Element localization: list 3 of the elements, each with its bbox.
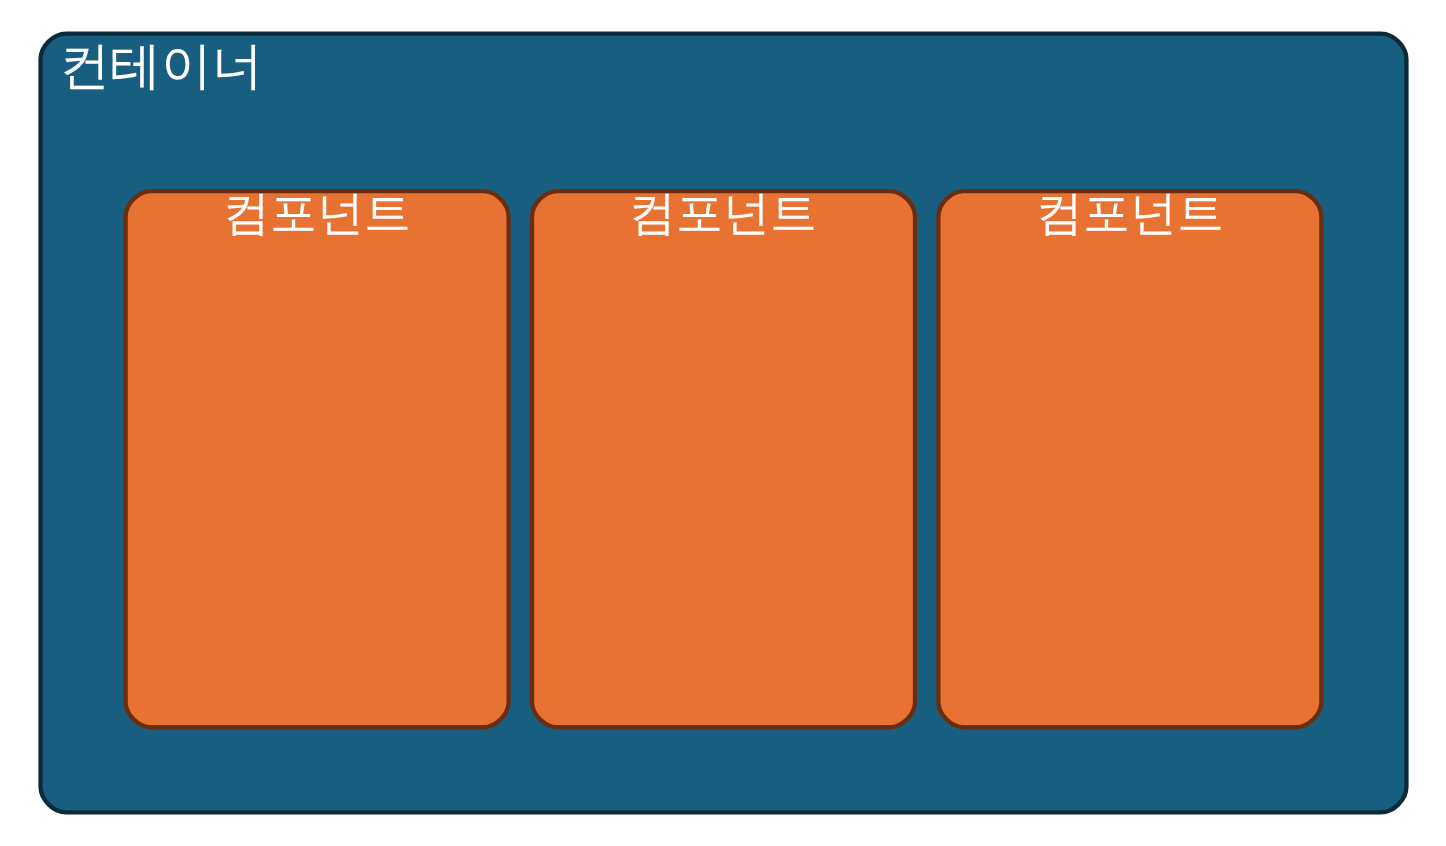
node-box: 컴포넌트 xyxy=(935,188,1323,730)
node-box: 컴포넌트 xyxy=(529,188,917,730)
node-box: 컴포넌트 xyxy=(123,188,511,730)
